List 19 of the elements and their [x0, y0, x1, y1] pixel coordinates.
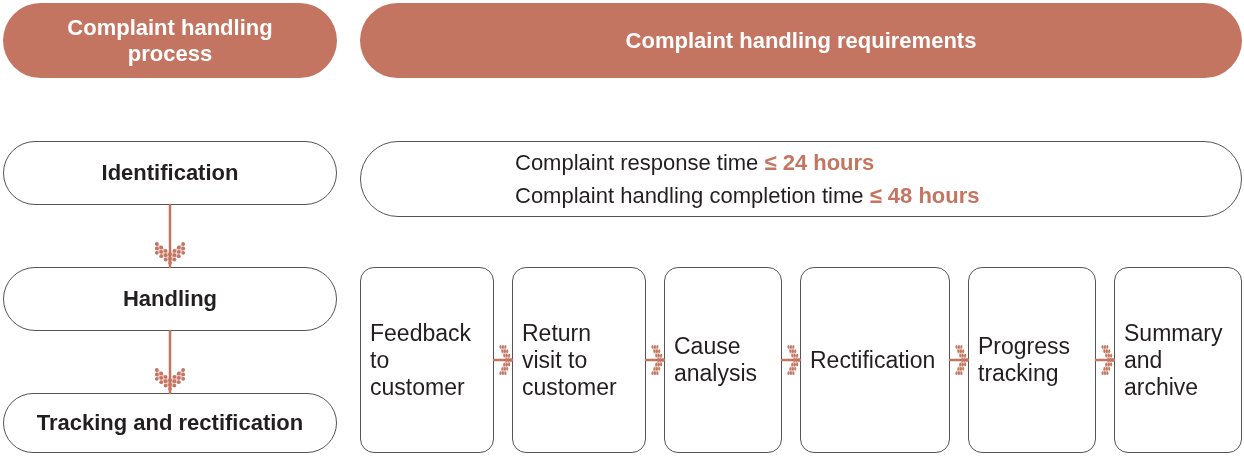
requirement-text: Complaint response time ≤ 24 hours: [515, 149, 875, 177]
step-box: [1114, 267, 1242, 453]
step-box: [360, 267, 494, 453]
step-label: Summary and archive: [1124, 319, 1224, 401]
step-label: Feedback to customer: [370, 319, 472, 401]
step-label: Return visit to customer: [522, 319, 618, 401]
stage-label: Tracking and rectification: [36, 410, 304, 436]
requirement-text: Complaint handling completion time ≤ 48 hours: [515, 182, 980, 210]
step-label: Progress tracking: [978, 333, 1072, 387]
step-label: Rectification: [810, 346, 936, 374]
header-text: Complaint handling process: [66, 14, 274, 67]
header-text: Complaint handling requirements: [625, 27, 977, 54]
step-box: [800, 267, 950, 453]
step-box: [968, 267, 1096, 453]
stage-label: Identification: [101, 160, 239, 186]
step-box: [664, 267, 782, 453]
step-label: Cause analysis: [674, 333, 759, 387]
step-box: [512, 267, 646, 453]
stage-label: Handling: [122, 286, 218, 312]
